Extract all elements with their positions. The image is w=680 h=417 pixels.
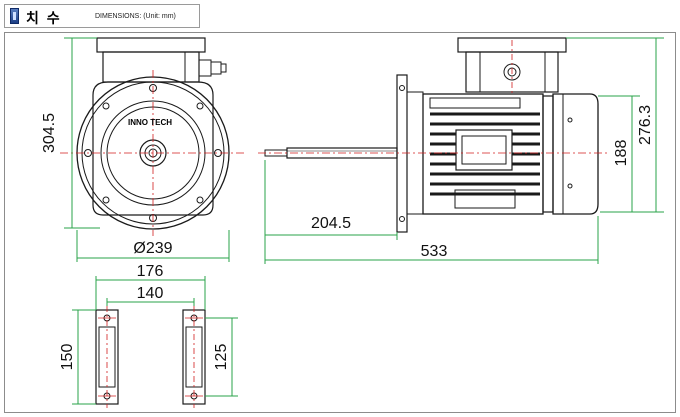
front-view: INNO TECH 304.5 Ø239	[41, 37, 245, 262]
front-diameter-label: Ø239	[133, 240, 172, 257]
foot-width-outer-label: 176	[137, 263, 164, 280]
side-view: 204.5 533 188 276.3	[258, 37, 664, 264]
section-subtitle: DIMENSIONS: (Unit: mm)	[95, 13, 176, 20]
front-height-label: 304.5	[41, 113, 58, 153]
shaft-length-label: 204.5	[311, 215, 351, 232]
height-small-label: 188	[613, 140, 630, 167]
height-total-label: 276.3	[637, 105, 654, 145]
brand-label: INNO TECH	[128, 118, 172, 127]
section-marker-icon	[10, 8, 19, 24]
total-length-label: 533	[421, 243, 448, 260]
foot-view: 176 140 150 125	[59, 263, 238, 408]
foot-width-inner-label: 140	[137, 285, 164, 302]
section-header: 치 수 DIMENSIONS: (Unit: mm)	[4, 4, 200, 28]
drawing-frame	[4, 32, 676, 413]
section-title: 치 수	[26, 10, 62, 26]
foot-height-inner-label: 125	[213, 344, 230, 371]
foot-height-outer-label: 150	[59, 344, 76, 371]
